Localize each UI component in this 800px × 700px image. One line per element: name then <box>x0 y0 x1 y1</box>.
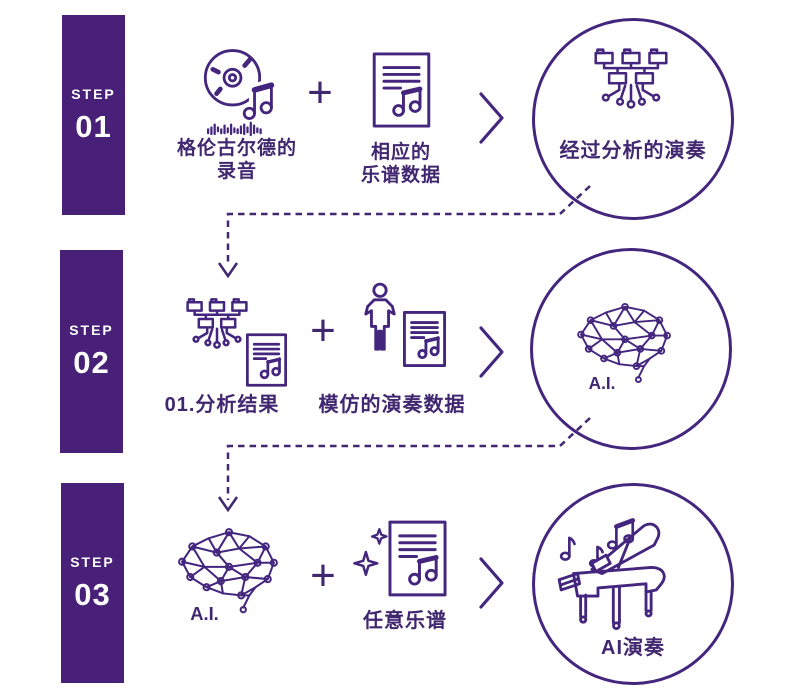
chevron-right-icon <box>479 557 504 609</box>
step-word: STEP <box>71 85 116 102</box>
arrowhead-down-icon <box>217 496 239 513</box>
step-03-badge: STEP 03 <box>61 483 124 683</box>
addend-label-step3: 任意乐谱 <box>363 610 447 632</box>
step-number: 03 <box>74 576 111 612</box>
ai-brain-network-icon: A.I. <box>577 303 671 393</box>
connector-step2-to-step3 <box>226 417 591 500</box>
plus-icon: + <box>310 551 336 600</box>
sparkle-score-document-icon <box>388 520 447 597</box>
result-label-step3: AI演奏 <box>601 637 665 659</box>
grand-piano-notes-icon <box>557 518 666 631</box>
source-label-step1: 格伦古尔德的 录音 <box>176 138 297 182</box>
step-number: 02 <box>73 345 110 380</box>
source-label-step2: 01.分析结果 <box>164 394 280 416</box>
result-circle-step2 <box>530 248 732 450</box>
cd-audio-waveform-icon <box>203 49 278 137</box>
ai-brain-network-icon: A.I. <box>178 528 278 624</box>
grand-piano <box>557 522 666 631</box>
chevron-right-icon <box>479 326 504 378</box>
ai-label: A.I. <box>589 373 616 393</box>
analysis-tree-with-score-icon <box>186 298 248 349</box>
addend-label-step2: 模仿的演奏数据 <box>318 394 466 416</box>
score-document-icon <box>372 52 431 128</box>
arrowhead-down-icon <box>217 262 239 279</box>
result-circle-step1 <box>532 18 734 220</box>
score-document-icon-small <box>403 311 446 367</box>
connector-step1-to-step2 <box>226 185 591 266</box>
score-document-icon-small <box>246 333 287 387</box>
step-02-badge: STEP 02 <box>60 250 123 453</box>
waveform-bars <box>207 121 262 137</box>
addend-label-step1: 相应的 乐谱数据 <box>360 142 441 186</box>
analysis-tree-circuit-icon <box>594 48 668 109</box>
ai-label: A.I. <box>190 603 219 624</box>
step-word: STEP <box>70 553 115 570</box>
person-icon <box>364 282 396 351</box>
result-circle-step3 <box>532 483 734 685</box>
chevron-right-icon <box>479 92 504 144</box>
plus-icon: + <box>307 68 333 117</box>
plus-icon: + <box>310 306 336 355</box>
step-01-badge: STEP 01 <box>62 15 125 215</box>
step-word: STEP <box>69 322 114 338</box>
step-number: 01 <box>75 108 112 144</box>
result-label-step1: 经过分析的演奏 <box>559 140 707 162</box>
sparkles-icon <box>353 528 388 576</box>
